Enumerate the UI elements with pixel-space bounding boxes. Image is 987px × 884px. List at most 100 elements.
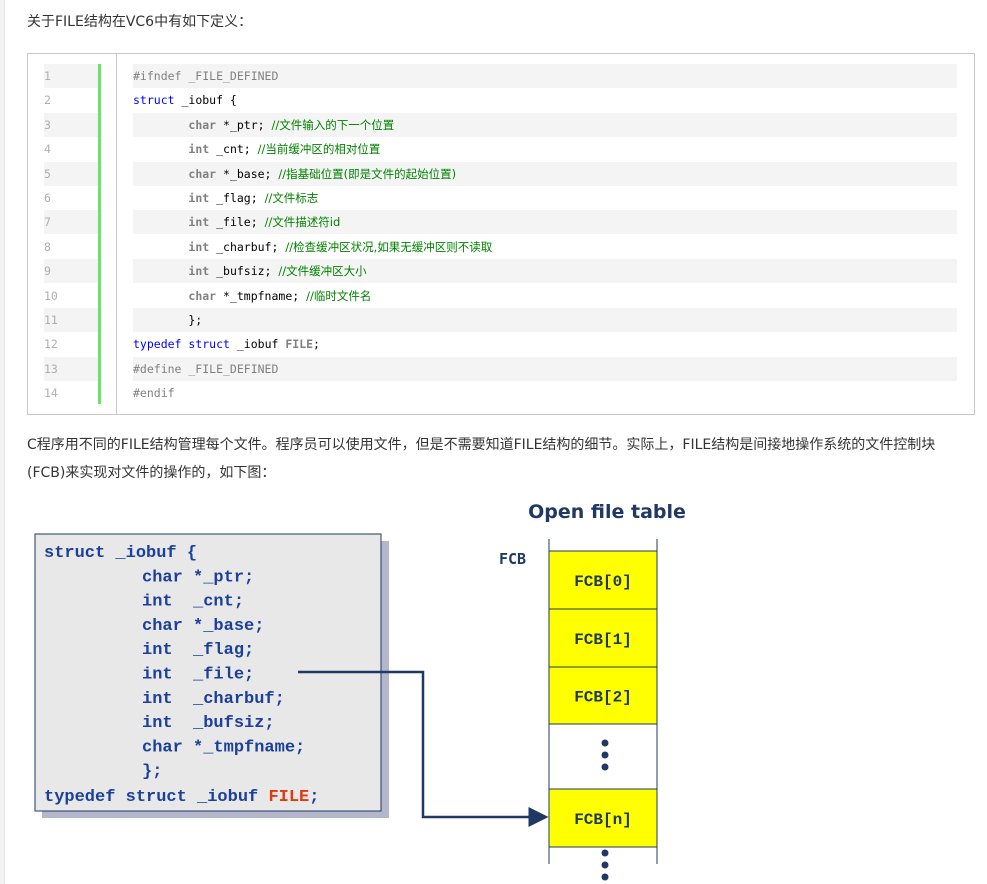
code-token: struct	[133, 93, 175, 108]
code-token	[133, 167, 188, 181]
code-token: FILE	[285, 337, 314, 352]
code-token: _file;	[209, 215, 265, 230]
file-pointer-arrow	[298, 670, 549, 827]
struct-line: };	[142, 763, 162, 782]
struct-line: struct _iobuf {	[44, 544, 197, 563]
code-token	[133, 264, 188, 278]
code-token: int	[188, 142, 210, 157]
struct-code: struct _iobuf { char *_ptr;int _cnt;char …	[44, 544, 319, 807]
line-number: 14	[44, 386, 58, 401]
fcb-cell	[548, 666, 658, 725]
code-token: //当前缓冲区的相对位置	[257, 142, 381, 157]
line-number: 7	[44, 210, 98, 235]
code-line: int _file; //文件描述符id	[133, 210, 957, 235]
code-line: typedef struct _iobuf FILE;	[133, 332, 957, 356]
typedef-line: typedef struct _iobuf FILE;	[44, 788, 319, 807]
file-fcb-diagram: struct _iobuf { char *_ptr;int _cnt;char …	[34, 501, 686, 881]
code-token: ;	[313, 337, 320, 352]
code-token: #endif	[133, 386, 175, 401]
code-token	[133, 142, 188, 156]
struct-line: int _bufsiz;	[142, 714, 275, 733]
body-paragraph: C程序用不同的FILE结构管理每个文件。程序员可以使用文件，但是不需要知道FIL…	[27, 437, 936, 481]
code-token: //文件描述符id	[264, 215, 341, 230]
line-number: 6	[44, 191, 51, 205]
code-line: #ifndef _FILE_DEFINED	[133, 64, 957, 88]
code-token: int	[188, 239, 210, 254]
gutter-separator	[116, 54, 117, 414]
code-line: char *_base; //指基础位置(即是文件的起始位置)	[133, 161, 957, 186]
code-token: struct	[188, 337, 230, 352]
code-line: struct _iobuf {	[133, 88, 957, 112]
struct-line: int _flag;	[142, 641, 254, 660]
line-number: 12	[44, 337, 58, 352]
code-token: _flag;	[209, 191, 265, 205]
code-token: #define _FILE_DEFINED	[133, 361, 279, 376]
fcb-cell	[548, 608, 658, 668]
line-number: 11	[44, 308, 98, 332]
code-token: _iobuf {	[174, 93, 237, 108]
code-token: int	[188, 215, 210, 230]
ellipsis-dots-middle	[601, 739, 609, 771]
fcb-cell-label: FCB[1]	[574, 631, 632, 649]
code-token: char	[188, 288, 217, 303]
code-token: //文件缓冲区大小	[278, 264, 367, 279]
struct-line: int _charbuf;	[142, 690, 285, 709]
code-token: #ifndef _FILE_DEFINED	[133, 69, 279, 83]
code-token: char	[188, 166, 217, 181]
code-line: int _cnt; //当前缓冲区的相对位置	[133, 137, 957, 161]
line-number: 3	[44, 112, 98, 137]
code-token: *_base;	[216, 166, 279, 181]
code-line: };	[133, 308, 957, 332]
line-number: 5	[44, 161, 98, 186]
code-token: _bufsiz;	[209, 264, 279, 279]
code-line: char *_ptr; //文件输入的下一个位置	[133, 112, 957, 137]
code-token: //指基础位置(即是文件的起始位置)	[278, 166, 457, 181]
code-line: #define _FILE_DEFINED	[133, 356, 957, 381]
code-token: int	[188, 191, 210, 205]
code-token: int	[188, 264, 210, 279]
fcb-label: FCB	[499, 550, 526, 568]
line-number: 4	[44, 142, 51, 157]
code-line: int _bufsiz; //文件缓冲区大小	[133, 259, 957, 284]
code-token	[133, 118, 188, 132]
struct-line: char *_tmpfname;	[142, 738, 305, 757]
line-number: 9	[44, 259, 98, 284]
code-token: //临时文件名	[306, 288, 372, 303]
code-line: char *_tmpfname; //临时文件名	[133, 284, 957, 308]
intro-paragraph: 关于FILE结构在VC6中有如下定义：	[27, 14, 253, 30]
code-token	[133, 215, 188, 229]
fcb-cell	[548, 788, 658, 848]
code-line: int _flag; //文件标志	[133, 186, 957, 210]
code-token: *_tmpfname;	[216, 288, 307, 303]
code-token	[133, 191, 188, 205]
line-number: 1	[44, 64, 98, 88]
left-margin-bar	[0, 0, 5, 884]
fcb-cell	[548, 550, 658, 610]
gutter-marker	[98, 64, 101, 404]
code-token: _cnt;	[209, 142, 258, 157]
line-number: 10	[44, 288, 58, 303]
code-line: #endif	[133, 381, 957, 405]
code-token: //文件输入的下一个位置	[271, 117, 395, 132]
code-token: _charbuf;	[209, 239, 286, 254]
struct-line: int _file;	[142, 666, 254, 685]
fcb-cell-label: FCB[n]	[574, 811, 632, 829]
line-number: 13	[44, 356, 98, 381]
code-token: //检查缓冲区状况,如果无缓冲区则不读取	[285, 239, 493, 254]
code-token: char	[188, 117, 217, 132]
code-token: //文件标志	[264, 191, 319, 205]
open-file-table-title: Open file table	[528, 501, 686, 523]
code-token	[133, 240, 188, 254]
code-token: };	[133, 313, 203, 327]
fcb-cell-label: FCB[0]	[574, 573, 632, 591]
line-number: 2	[44, 93, 51, 108]
code-token: typedef	[133, 337, 182, 352]
struct-line: char *_ptr;	[142, 568, 254, 587]
code-token: *_ptr;	[216, 117, 272, 132]
code-token: _iobuf	[229, 337, 286, 352]
ellipsis-dots-bottom	[601, 849, 609, 881]
struct-line: int _cnt;	[142, 593, 244, 612]
struct-line: char *_base;	[142, 617, 264, 636]
code-token	[133, 289, 188, 303]
